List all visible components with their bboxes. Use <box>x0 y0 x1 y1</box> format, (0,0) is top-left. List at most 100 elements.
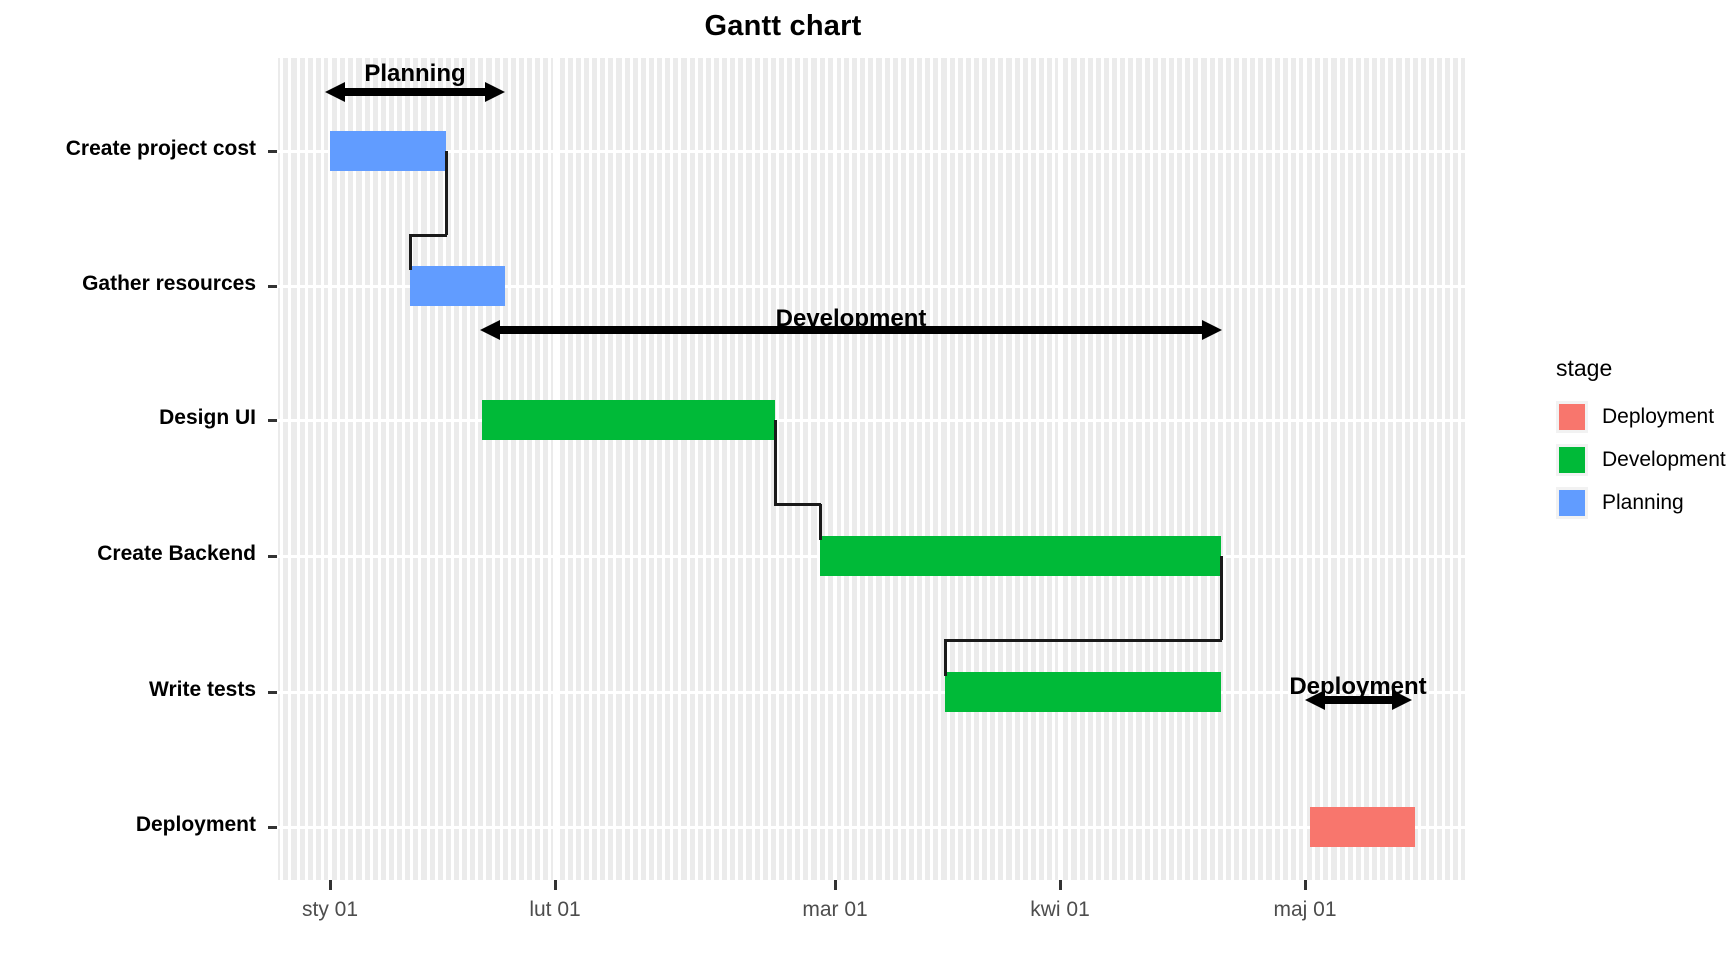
grid-line-minor <box>881 58 885 880</box>
grid-line-major <box>553 58 557 880</box>
dependency-line <box>944 639 1222 643</box>
grid-line-minor <box>621 58 625 880</box>
grid-line-minor <box>1068 58 1072 880</box>
x-axis-tick <box>554 880 557 890</box>
grid-line-minor <box>1255 58 1259 880</box>
grid-line-minor <box>1076 58 1080 880</box>
grid-line-minor <box>987 58 991 880</box>
y-axis-tick <box>268 826 277 829</box>
dependency-line <box>1220 556 1223 641</box>
grid-line-minor <box>735 58 739 880</box>
y-axis-label: Create project cost <box>65 137 256 160</box>
grid-line-minor <box>1149 58 1153 880</box>
grid-line-minor <box>312 58 316 880</box>
grid-line-minor <box>678 58 682 880</box>
grid-line-minor <box>434 58 438 880</box>
task-bar[interactable] <box>945 672 1221 712</box>
grid-line-minor <box>1409 58 1413 880</box>
task-bar[interactable] <box>410 266 505 306</box>
y-axis-tick <box>268 555 277 558</box>
grid-line-minor <box>1417 58 1421 880</box>
grid-line-minor <box>1369 58 1372 880</box>
legend-item[interactable]: Planning <box>1556 482 1728 524</box>
x-axis-tick <box>329 880 332 890</box>
grid-line-row <box>278 150 1465 153</box>
legend-item[interactable]: Development <box>1556 439 1728 481</box>
y-axis-tick <box>268 691 277 694</box>
x-axis-label: lut 01 <box>529 898 581 921</box>
grid-line-minor <box>694 58 698 880</box>
grid-line-minor <box>1377 58 1381 880</box>
grid-line-minor <box>800 58 804 880</box>
y-axis-label: Deployment <box>135 813 256 836</box>
grid-line-minor <box>1214 58 1218 880</box>
dependency-line <box>409 233 447 237</box>
grid-line-minor <box>1174 58 1177 880</box>
y-axis-tick <box>268 285 277 288</box>
grid-line-minor <box>775 58 779 880</box>
phase-arrow-icon <box>480 317 1222 343</box>
grid-line-minor <box>524 58 527 880</box>
phase-label: Planning <box>364 60 466 87</box>
grid-line-minor <box>719 58 722 880</box>
grid-line-minor <box>654 58 657 880</box>
grid-line-minor <box>784 58 787 880</box>
grid-line-minor <box>548 58 552 880</box>
legend-item-label: Deployment <box>1602 405 1715 428</box>
grid-line-minor <box>1458 58 1462 880</box>
x-axis-label: mar 01 <box>802 898 868 921</box>
grid-line-minor <box>1125 58 1129 880</box>
grid-line-minor <box>1344 58 1348 880</box>
grid-line-row <box>278 691 1465 694</box>
grid-line-minor <box>905 58 909 880</box>
grid-line-minor <box>1206 58 1210 880</box>
grid-line-minor <box>710 58 714 880</box>
grid-line-minor <box>1035 58 1039 880</box>
legend-item[interactable]: Deployment <box>1556 396 1728 438</box>
grid-line-minor <box>483 58 487 880</box>
grid-line-minor <box>1092 58 1096 880</box>
grid-line-minor <box>1434 58 1437 880</box>
grid-line-minor <box>296 58 300 880</box>
phase-arrow-icon <box>325 79 505 105</box>
phase-arrow-icon <box>1305 687 1412 713</box>
task-bar[interactable] <box>820 536 1221 576</box>
grid-line-minor <box>849 58 852 880</box>
grid-line-minor <box>662 58 666 880</box>
grid-line-minor <box>459 58 462 880</box>
task-bar[interactable] <box>330 131 446 171</box>
grid-line-minor <box>1157 58 1161 880</box>
x-axis-label: kwi 01 <box>1030 898 1090 921</box>
legend-key-icon <box>1556 444 1588 476</box>
x-axis-label: sty 01 <box>301 898 359 921</box>
grid-line-minor <box>442 58 446 880</box>
grid-line-minor <box>304 58 308 880</box>
grid-line-minor <box>840 58 844 880</box>
task-bar[interactable] <box>1310 807 1415 847</box>
grid-line-minor <box>645 58 649 880</box>
grid-line-minor <box>1084 58 1088 880</box>
grid-line-minor <box>1109 58 1112 880</box>
dependency-line <box>819 504 822 540</box>
grid-line-minor <box>1052 58 1056 880</box>
x-axis-tick <box>1059 880 1062 890</box>
y-axis-label: Gather resources <box>82 272 256 295</box>
page-title: Gantt chart <box>704 10 862 42</box>
grid-line-minor <box>1385 58 1389 880</box>
grid-line-minor <box>751 58 755 880</box>
grid-line-minor <box>1393 58 1397 880</box>
grid-line-minor <box>580 58 584 880</box>
grid-line-minor <box>970 58 974 880</box>
x-axis-tick <box>834 880 837 890</box>
grid-line-minor <box>1198 58 1202 880</box>
task-bar[interactable] <box>482 400 775 440</box>
grid-line-minor <box>402 58 406 880</box>
grid-line-minor <box>808 58 812 880</box>
grid-line-minor <box>1044 58 1047 880</box>
grid-line-minor <box>361 58 365 880</box>
grid-line-minor <box>979 58 982 880</box>
dependency-line <box>774 420 777 505</box>
y-axis-label: Design UI <box>159 406 256 429</box>
